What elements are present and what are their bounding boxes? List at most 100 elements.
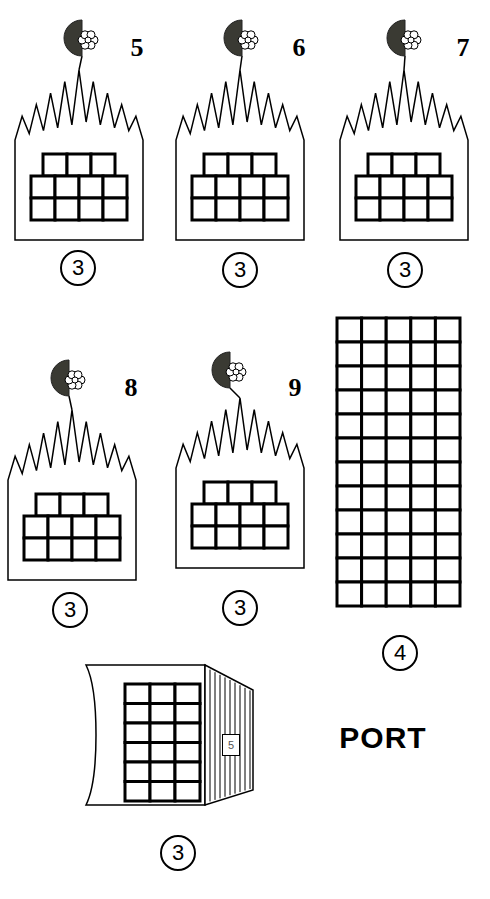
- window: [356, 176, 380, 198]
- window: [362, 342, 387, 366]
- window: [435, 318, 460, 342]
- window: [175, 762, 200, 782]
- callout-number: 9: [289, 375, 302, 401]
- window: [125, 684, 150, 704]
- window: [411, 342, 436, 366]
- window: [216, 504, 240, 526]
- window: [55, 176, 79, 198]
- window: [175, 743, 200, 763]
- window: [380, 176, 404, 198]
- window: [192, 504, 216, 526]
- window: [411, 438, 436, 462]
- side-stripe: [250, 690, 251, 789]
- window: [150, 684, 175, 704]
- window: [386, 366, 411, 390]
- window: [404, 176, 428, 198]
- window: [79, 176, 103, 198]
- window: [125, 704, 150, 724]
- window: [435, 414, 460, 438]
- window: [362, 390, 387, 414]
- window: [411, 366, 436, 390]
- window: [428, 176, 452, 198]
- window: [411, 510, 436, 534]
- window: [96, 516, 120, 538]
- window: [386, 534, 411, 558]
- window: [264, 504, 288, 526]
- window: [386, 558, 411, 582]
- window: [435, 558, 460, 582]
- factory-outline: [340, 70, 468, 240]
- window: [264, 176, 288, 198]
- window: [216, 176, 240, 198]
- window: [411, 462, 436, 486]
- building-front: [86, 665, 205, 805]
- callout-number: 3: [64, 599, 76, 621]
- window: [96, 538, 120, 560]
- window: [48, 516, 72, 538]
- window: [103, 176, 127, 198]
- window: [337, 414, 362, 438]
- window: [252, 154, 276, 176]
- factory: [176, 20, 304, 240]
- window: [337, 510, 362, 534]
- window: [386, 462, 411, 486]
- window: [31, 198, 55, 220]
- callout-number: 3: [234, 597, 246, 619]
- window: [175, 723, 200, 743]
- window: [150, 743, 175, 763]
- side-stripe: [220, 675, 221, 799]
- callout-circle: 3: [60, 250, 96, 286]
- tall-building: [337, 318, 460, 606]
- callout-number: 5: [131, 35, 144, 61]
- window: [216, 198, 240, 220]
- window: [362, 366, 387, 390]
- window: [435, 462, 460, 486]
- window: [228, 482, 252, 504]
- window: [72, 538, 96, 560]
- window: [362, 414, 387, 438]
- window: [362, 318, 387, 342]
- factory: [176, 352, 304, 568]
- window: [411, 318, 436, 342]
- window: [150, 723, 175, 743]
- window: [240, 504, 264, 526]
- callout-number: 6: [293, 35, 306, 61]
- window: [428, 198, 452, 220]
- window: [204, 154, 228, 176]
- callout-circle: 4: [382, 635, 418, 671]
- window: [411, 486, 436, 510]
- window: [337, 558, 362, 582]
- building-side: [205, 665, 253, 805]
- window: [337, 366, 362, 390]
- window: [337, 462, 362, 486]
- window: [362, 558, 387, 582]
- window: [175, 684, 200, 704]
- window: [362, 510, 387, 534]
- factory-outline: [15, 70, 143, 240]
- window: [24, 538, 48, 560]
- window: [264, 198, 288, 220]
- callout-number: 8: [125, 375, 138, 401]
- window: [362, 486, 387, 510]
- window: [435, 390, 460, 414]
- window: [125, 782, 150, 802]
- callout-circle: 3: [52, 592, 88, 628]
- port-building: [86, 665, 253, 805]
- window: [435, 366, 460, 390]
- window: [435, 438, 460, 462]
- window: [43, 154, 67, 176]
- callout-number: 3: [172, 842, 184, 864]
- smoke-line: [79, 56, 82, 70]
- window: [362, 462, 387, 486]
- window: [362, 582, 387, 606]
- window: [79, 198, 103, 220]
- window: [337, 342, 362, 366]
- window: [380, 198, 404, 220]
- callout-number: 4: [394, 642, 406, 664]
- window: [55, 198, 79, 220]
- factory: [15, 20, 143, 240]
- window: [386, 438, 411, 462]
- factory-outline: [176, 398, 304, 568]
- window: [435, 486, 460, 510]
